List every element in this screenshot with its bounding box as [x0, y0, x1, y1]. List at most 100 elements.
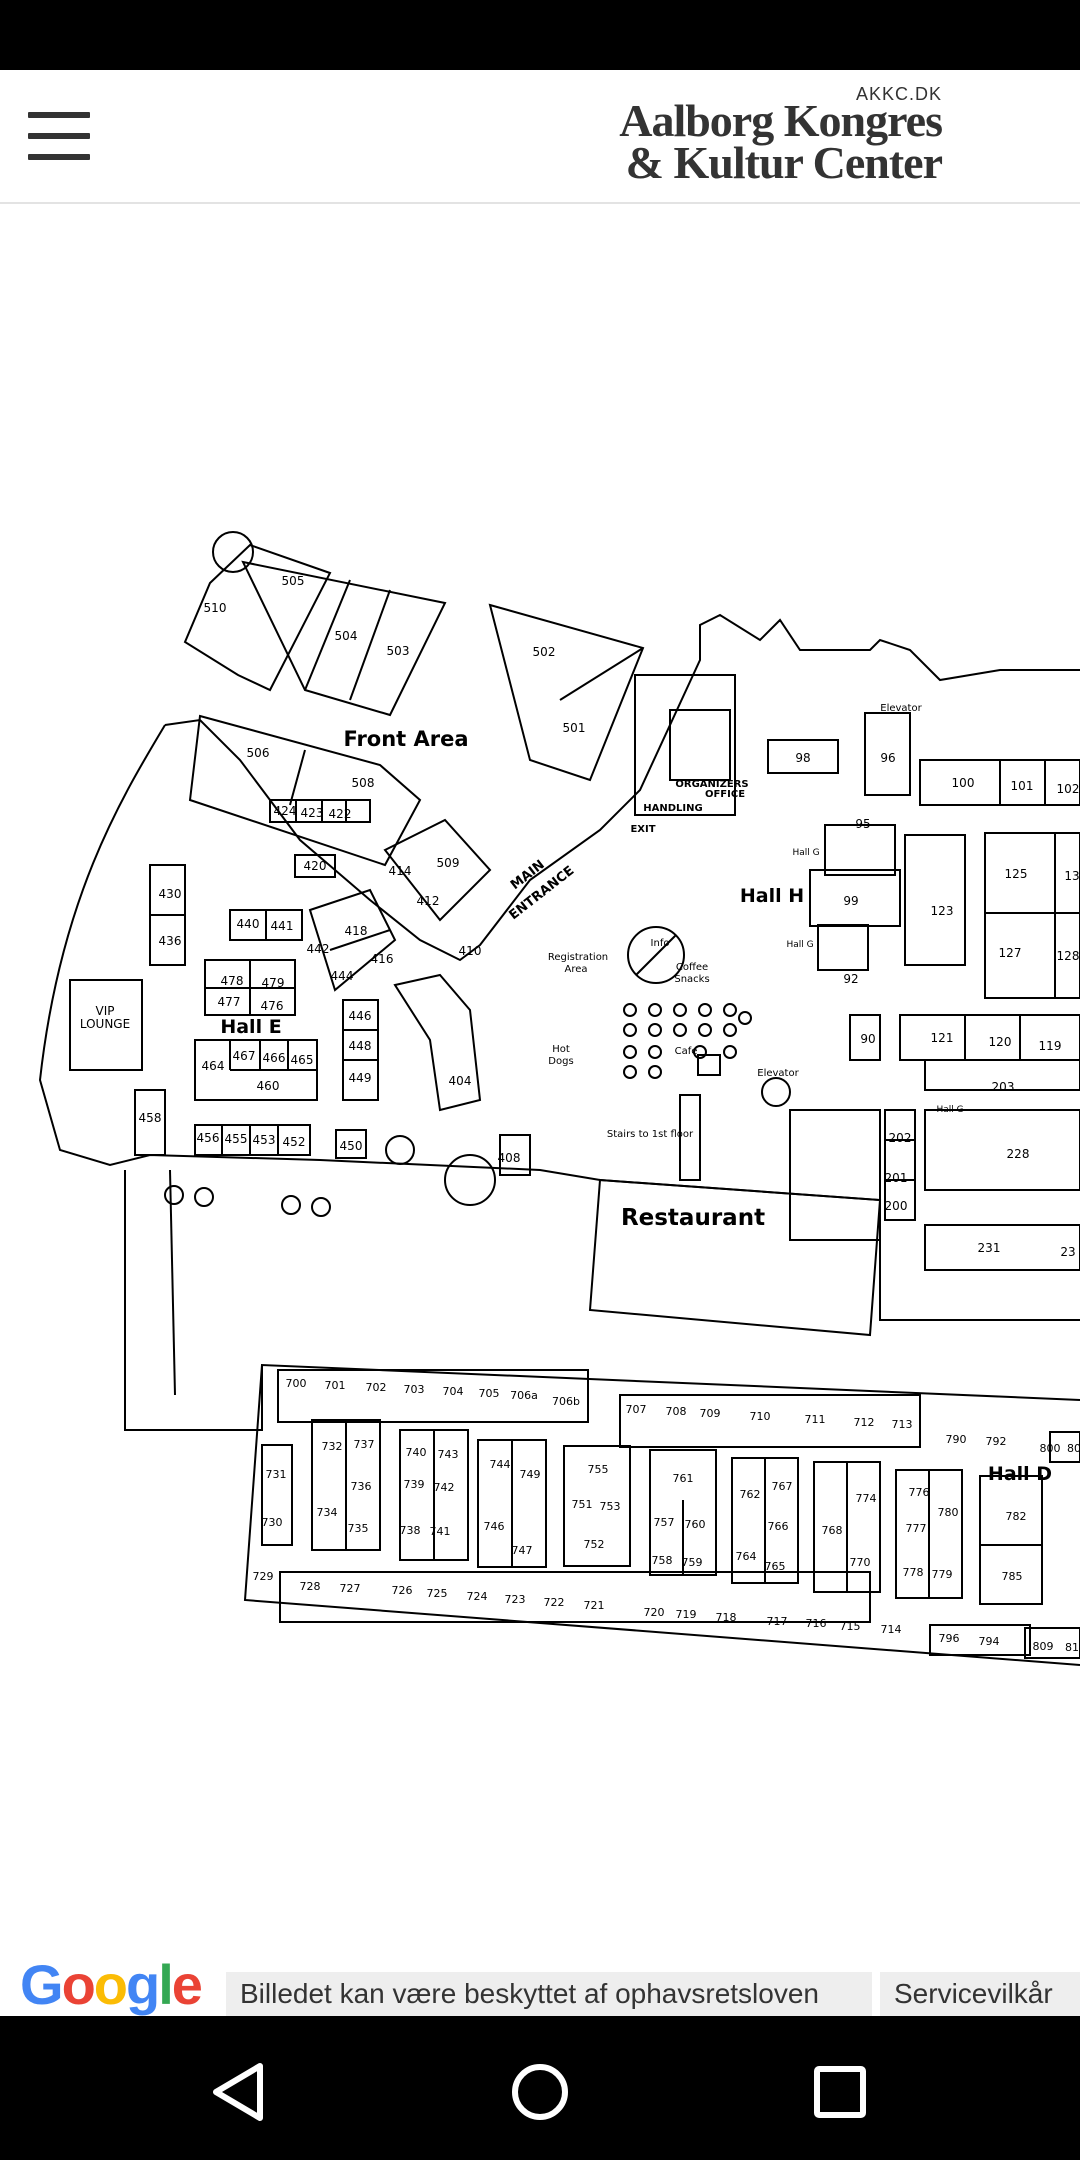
booth-label-510[interactable]: 510	[204, 601, 227, 615]
booth-label-727[interactable]: 727	[340, 1582, 361, 1595]
booth-label-731[interactable]: 731	[266, 1468, 287, 1481]
booth-label-755[interactable]: 755	[588, 1463, 609, 1476]
booth-label-721[interactable]: 721	[584, 1599, 605, 1612]
booth-label-501[interactable]: 501	[563, 721, 586, 735]
booth-label-448[interactable]: 448	[349, 1039, 372, 1053]
booth-label-730[interactable]: 730	[262, 1516, 283, 1529]
booth-label-753[interactable]: 753	[600, 1500, 621, 1513]
booth-label-718[interactable]: 718	[716, 1611, 737, 1624]
booth-label-746[interactable]: 746	[484, 1520, 505, 1533]
booth-label-785[interactable]: 785	[1002, 1570, 1023, 1583]
terms-of-service-link[interactable]: Servicevilkår	[880, 1972, 1080, 2016]
booth-label-734[interactable]: 734	[317, 1506, 338, 1519]
booth-label-758[interactable]: 758	[652, 1554, 673, 1567]
booth-label-90[interactable]: 90	[860, 1032, 875, 1046]
booth-label-201[interactable]: 201	[885, 1171, 908, 1185]
booth-label-710[interactable]: 710	[750, 1410, 771, 1423]
booth-label-800[interactable]: 800	[1040, 1442, 1061, 1455]
booth-label-768[interactable]: 768	[822, 1524, 843, 1537]
booth-label-778[interactable]: 778	[903, 1566, 924, 1579]
booth-label-705[interactable]: 705	[479, 1387, 500, 1400]
booth-label-764[interactable]: 764	[736, 1550, 757, 1563]
booth-label-202[interactable]: 202	[889, 1131, 912, 1145]
booth-label-119[interactable]: 119	[1039, 1039, 1062, 1053]
booth-label-707[interactable]: 707	[626, 1403, 647, 1416]
booth-label-125[interactable]: 125	[1005, 867, 1028, 881]
booth-label-127[interactable]: 127	[999, 946, 1022, 960]
booth-label-123[interactable]: 123	[931, 904, 954, 918]
booth-label-441[interactable]: 441	[271, 919, 294, 933]
booth-label-505[interactable]: 505	[282, 574, 305, 588]
booth-label-120[interactable]: 120	[989, 1035, 1012, 1049]
booth-label-794[interactable]: 794	[979, 1635, 1000, 1648]
booth-label-477[interactable]: 477	[218, 995, 241, 1009]
booth-label-765[interactable]: 765	[765, 1560, 786, 1573]
recents-square-icon[interactable]	[800, 2052, 880, 2132]
booth-label-776[interactable]: 776	[909, 1486, 930, 1499]
booth-label-452[interactable]: 452	[283, 1135, 306, 1149]
booth-label-456[interactable]: 456	[197, 1131, 220, 1145]
booth-label-467[interactable]: 467	[233, 1049, 256, 1063]
booth-label-782[interactable]: 782	[1006, 1510, 1027, 1523]
booth-label-726[interactable]: 726	[392, 1584, 413, 1597]
booth-label-722[interactable]: 722	[544, 1596, 565, 1609]
booth-label-702[interactable]: 702	[366, 1381, 387, 1394]
booth-label-760[interactable]: 760	[685, 1518, 706, 1531]
booth-label-458[interactable]: 458	[139, 1111, 162, 1125]
booth-label-762[interactable]: 762	[740, 1488, 761, 1501]
booth-label-716[interactable]: 716	[806, 1617, 827, 1630]
booth-label-95[interactable]: 95	[855, 817, 870, 831]
booth-label-766[interactable]: 766	[768, 1520, 789, 1533]
booth-label-732[interactable]: 732	[322, 1440, 343, 1453]
booth-label-430[interactable]: 430	[159, 887, 182, 901]
hamburger-menu-icon[interactable]	[28, 112, 90, 160]
booth-label-414[interactable]: 414	[389, 864, 412, 878]
booth-label-418[interactable]: 418	[345, 924, 368, 938]
booth-label-446[interactable]: 446	[349, 1009, 372, 1023]
booth-label-460[interactable]: 460	[257, 1079, 280, 1093]
booth-label-464[interactable]: 464	[202, 1059, 225, 1073]
booth-label-737[interactable]: 737	[354, 1438, 375, 1451]
booth-label-100[interactable]: 100	[952, 776, 975, 790]
booth-label-502[interactable]: 502	[533, 645, 556, 659]
booth-label-422[interactable]: 422	[329, 807, 352, 821]
booth-label-739[interactable]: 739	[404, 1478, 425, 1491]
site-logo[interactable]: Aalborg Kongres & Kultur Center	[619, 98, 943, 186]
booth-label-713[interactable]: 713	[892, 1418, 913, 1431]
booth-label-508[interactable]: 508	[352, 776, 375, 790]
booth-label-761[interactable]: 761	[673, 1472, 694, 1485]
booth-label-416[interactable]: 416	[371, 952, 394, 966]
booth-label-101[interactable]: 101	[1011, 779, 1034, 793]
booth-label-740[interactable]: 740	[406, 1446, 427, 1459]
booth-label-96[interactable]: 96	[880, 751, 895, 765]
booth-label-440[interactable]: 440	[237, 917, 260, 931]
booth-label-725[interactable]: 725	[427, 1587, 448, 1600]
booth-label-715[interactable]: 715	[840, 1620, 861, 1633]
booth-label-424[interactable]: 424	[274, 804, 297, 818]
booth-label-738[interactable]: 738	[400, 1524, 421, 1537]
booth-label-770[interactable]: 770	[850, 1556, 871, 1569]
booth-label-751[interactable]: 751	[572, 1498, 593, 1511]
booth-label-711[interactable]: 711	[805, 1413, 826, 1426]
booth-label-779[interactable]: 779	[932, 1568, 953, 1581]
booth-label-231[interactable]: 231	[978, 1241, 1001, 1255]
booth-label-99[interactable]: 99	[843, 894, 858, 908]
booth-label-509[interactable]: 509	[437, 856, 460, 870]
booth-label-503[interactable]: 503	[387, 644, 410, 658]
booth-label-410[interactable]: 410	[459, 944, 482, 958]
booth-label-706b[interactable]: 706b	[552, 1395, 580, 1408]
booth-label-478[interactable]: 478	[221, 974, 244, 988]
home-circle-icon[interactable]	[500, 2052, 580, 2132]
booth-label-744[interactable]: 744	[490, 1458, 511, 1471]
booth-label-23[interactable]: 23	[1060, 1245, 1075, 1259]
booth-label-80[interactable]: 80	[1067, 1442, 1080, 1455]
booth-label-420[interactable]: 420	[304, 859, 327, 873]
booth-label-476[interactable]: 476	[261, 999, 284, 1013]
booth-label-736[interactable]: 736	[351, 1480, 372, 1493]
booth-label-404[interactable]: 404	[449, 1074, 472, 1088]
booth-label-809[interactable]: 809	[1033, 1640, 1054, 1653]
booth-label-228[interactable]: 228	[1007, 1147, 1030, 1161]
booth-label-128[interactable]: 128	[1057, 949, 1080, 963]
booth-label-449[interactable]: 449	[349, 1071, 372, 1085]
booth-label-747[interactable]: 747	[512, 1544, 533, 1557]
